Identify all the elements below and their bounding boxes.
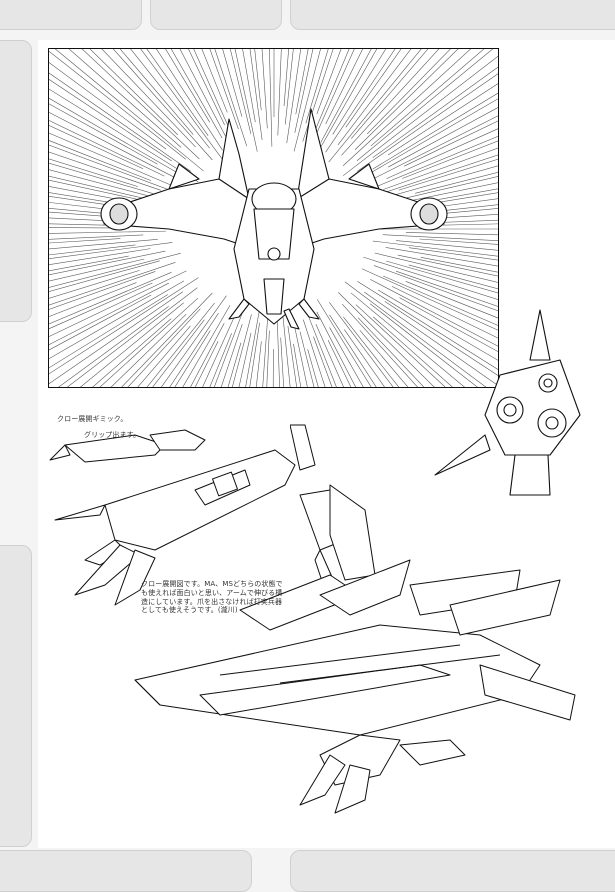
frame-panel-bottom-left — [0, 850, 252, 892]
frame-panel-top-right — [290, 0, 615, 30]
caption-description: クロー展開図です。MA、MSどちらの状態で も使えれば面白いと思い、アームで伸び… — [141, 580, 283, 615]
mobile-armor-side-sketch — [134, 559, 576, 814]
caption-description-line-1: クロー展開図です。MA、MSどちらの状態で — [141, 580, 283, 588]
caption-claw-gimmick: クロー展開ギミック。 — [57, 415, 128, 423]
caption-description-line-2: も使えれば面白いと思い、アームで伸びる構 — [141, 588, 283, 597]
claw-head-sketch — [434, 309, 581, 496]
caption-description-line-3: 造にしています。爪を出さなければ打突兵器 — [141, 597, 283, 606]
frame-panel-bottom-right — [290, 850, 615, 892]
mobile-armor-front-view — [100, 108, 448, 330]
main-illustration-panel — [48, 48, 499, 388]
caption-description-line-4: としても使えそうです。(瀧川) — [141, 606, 238, 615]
speed-lines-illustration — [49, 49, 498, 387]
frame-panel-top-left — [0, 0, 142, 30]
frame-panel-top-mid — [150, 0, 282, 30]
caption-grip-out: グリップ出ます。 — [84, 431, 141, 439]
frame-panel-left-upper — [0, 40, 32, 322]
claw-arm-sketch — [49, 429, 296, 606]
frame-panel-left-lower — [0, 545, 32, 847]
